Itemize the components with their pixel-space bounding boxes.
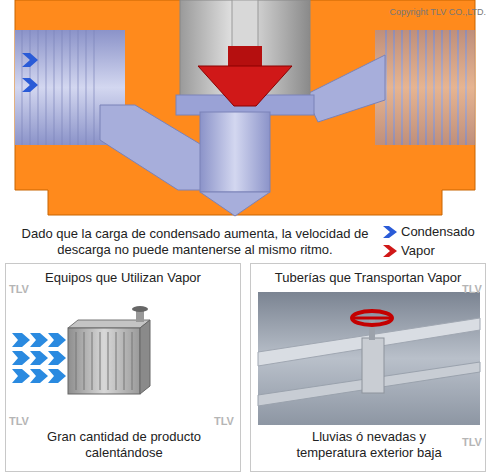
caption-text: Dado que la carga de condensado aumenta,…	[12, 226, 378, 258]
panel-heading: Equipos que Utilizan Vapor	[10, 270, 236, 286]
watermark: TLV	[462, 436, 482, 448]
panel-box: Equipos que Utilizan VaporGran cantidad …	[5, 263, 241, 472]
watermark: TLV	[462, 283, 482, 295]
legend-text: Condensado	[401, 224, 475, 240]
legend-text: Vapor	[401, 243, 435, 259]
panel-body: Gran cantidad de producto calentándose	[44, 429, 204, 461]
watermark: TLV	[214, 415, 234, 427]
watermark: TLV	[9, 415, 29, 427]
panel-box: Tuberías que Transportan VaporLluvias ó …	[250, 263, 486, 472]
panel-body: Lluvias ó nevadas y temperatura exterior…	[277, 429, 462, 461]
legend-arrow	[382, 244, 398, 258]
watermark: TLV	[9, 283, 29, 295]
copyright-note: Copyright TLV CO.,LTD.	[380, 7, 486, 18]
legend-arrow	[382, 225, 398, 239]
panel-heading: Tuberías que Transportan Vapor	[255, 270, 481, 286]
steam-trap-illustration	[0, 0, 490, 262]
